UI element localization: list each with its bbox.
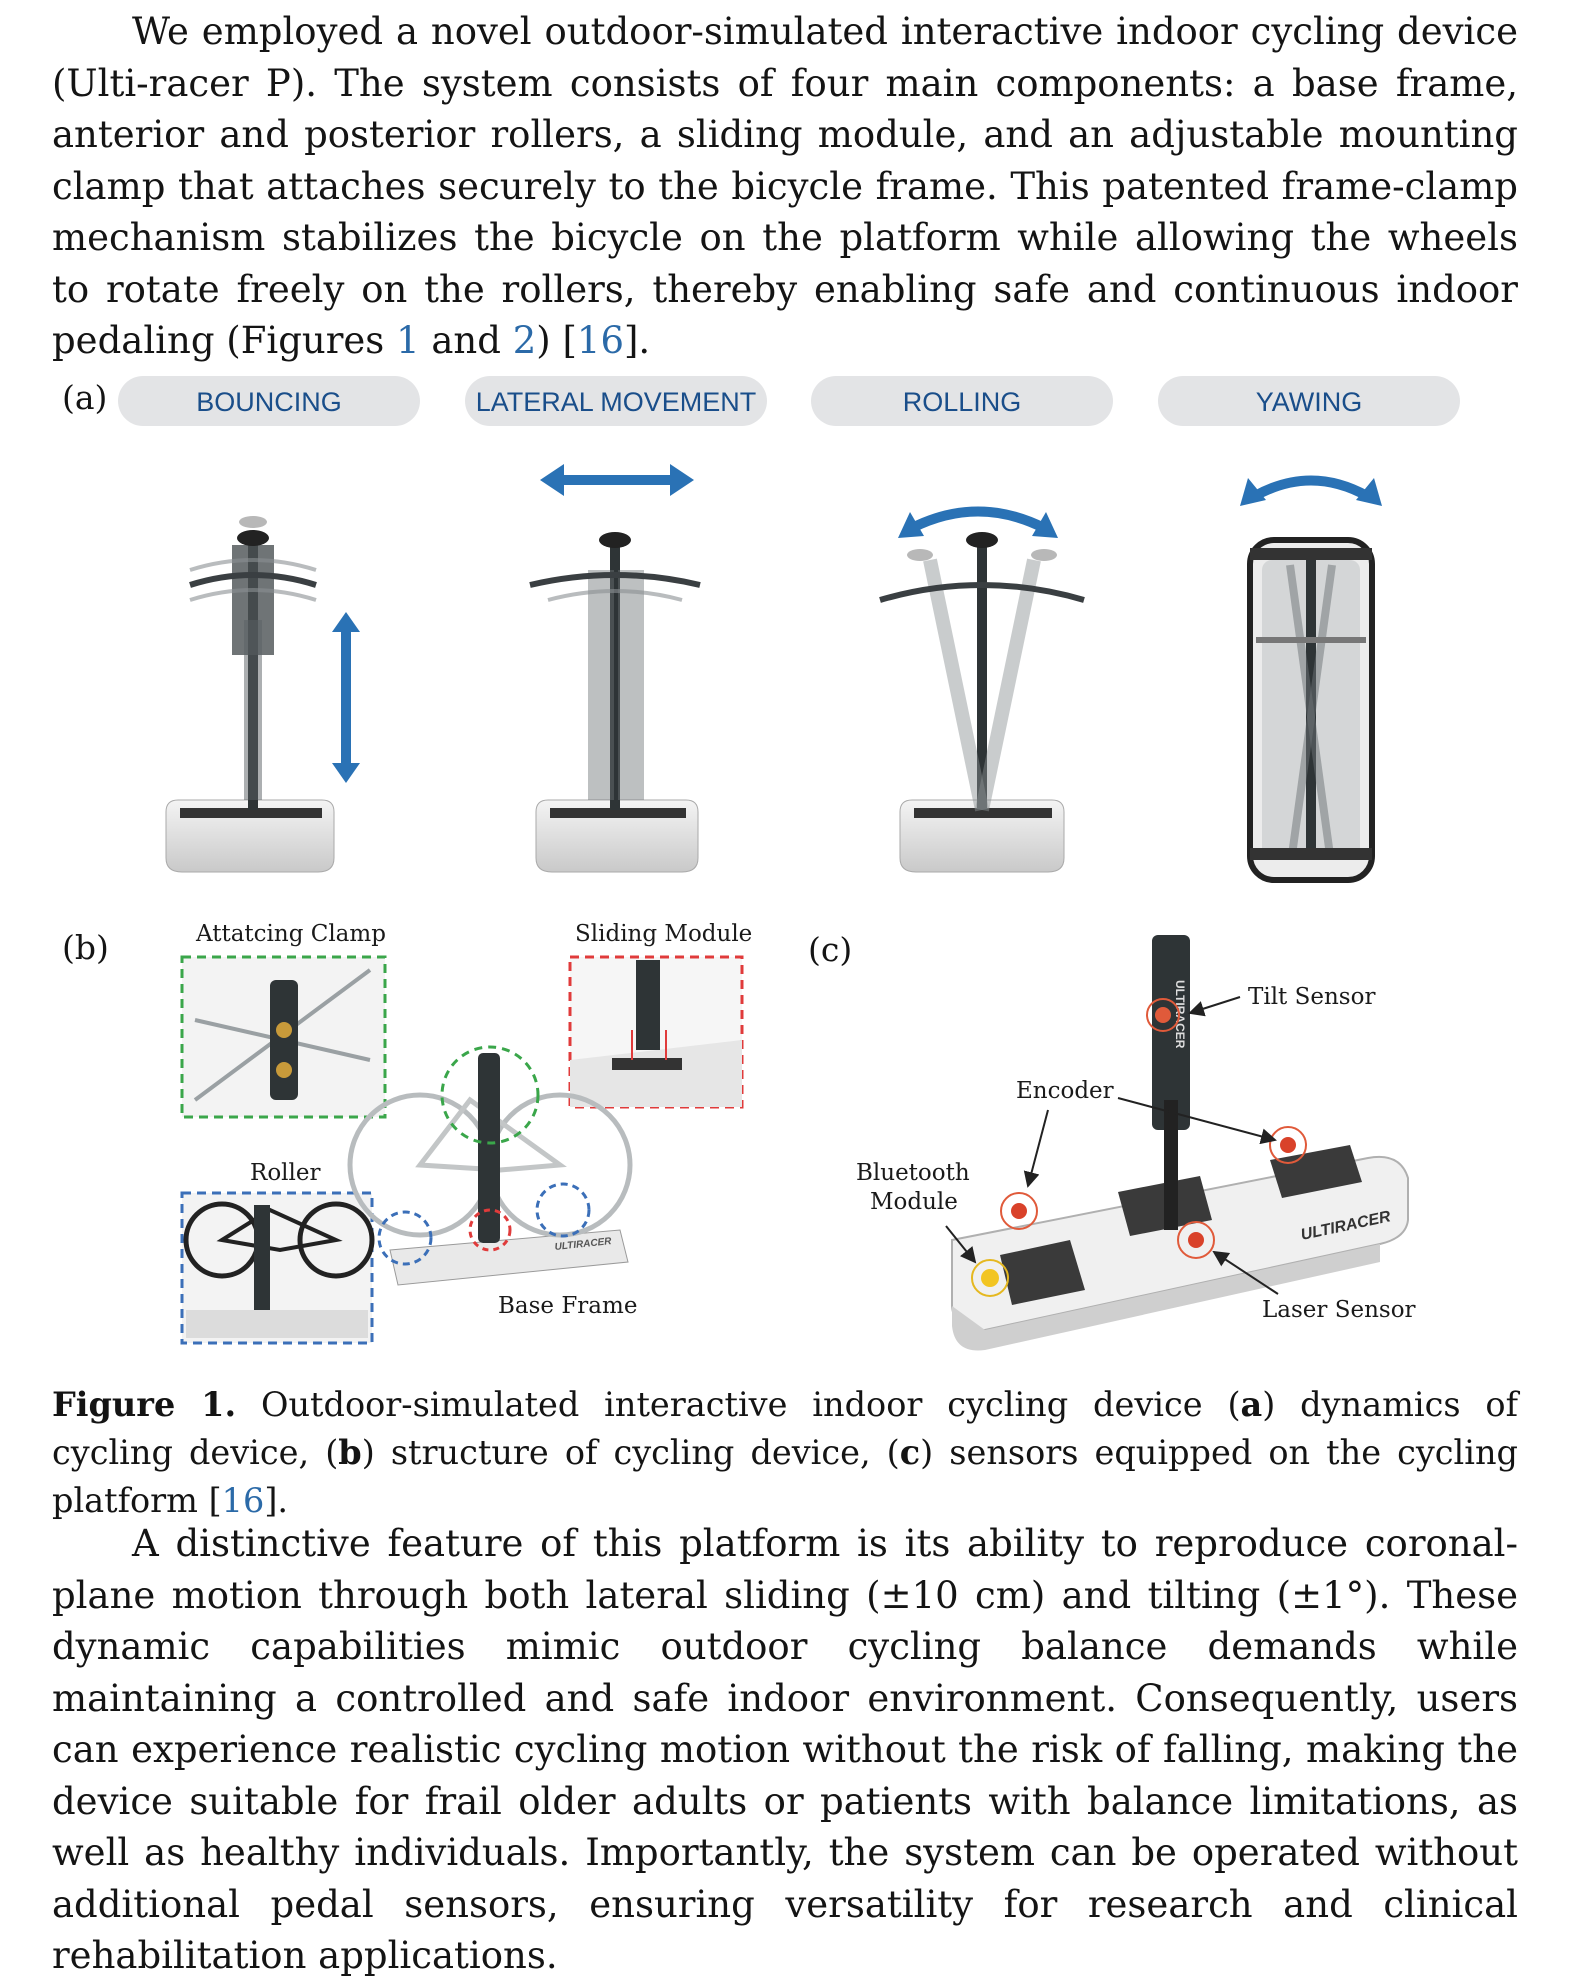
callout-tilt-sensor: Tilt Sensor [1248, 984, 1375, 1010]
motion-pill-lateral: LATERAL MOVEMENT [465, 376, 767, 426]
caption-label: Figure 1. [52, 1385, 237, 1424]
intro-mid: ) [ [536, 319, 577, 362]
callout-bluetooth-2: Module [870, 1189, 958, 1215]
citation-16-link[interactable]: 16 [576, 319, 624, 362]
roller-inset [180, 1191, 375, 1345]
callout-clamp: Attatcing Clamp [195, 921, 386, 947]
callout-roller: Roller [250, 1160, 320, 1186]
sensor-platform-illustration: ULTIRACER ULTIRACER [951, 935, 1409, 1351]
yawing-illustration [1247, 537, 1375, 883]
bike-structure-illustration: ULTIRACER [347, 1045, 633, 1286]
figure-caption: Figure 1. Outdoor-simulated interactive … [52, 1381, 1518, 1525]
intro-paragraph: We employed a novel outdoor-simulated in… [52, 6, 1518, 367]
rolling-arrow-icon [909, 506, 1047, 533]
caption-citation-link[interactable]: 16 [221, 1481, 265, 1520]
callout-laser-sensor: Laser Sensor [1262, 1297, 1416, 1323]
panel-c-label: (c) [808, 930, 852, 969]
panel-a-label: (a) [62, 378, 107, 417]
lateral-illustration [529, 532, 701, 873]
motion-label-rolling: ROLLING [903, 387, 1022, 417]
yawing-arrow-icon [1252, 475, 1370, 501]
caption-c: c [899, 1433, 921, 1472]
callout-bluetooth-1: Bluetooth [856, 1160, 970, 1186]
figure-1: (a) BOUNCING LATERAL MOVEMENT ROLLING YA… [62, 376, 1460, 1351]
motion-pill-bouncing: BOUNCING [118, 376, 420, 426]
callout-sliding: Sliding Module [575, 921, 752, 947]
figure-2-link[interactable]: 2 [512, 319, 537, 362]
bouncing-illustration [165, 516, 335, 873]
caption-text-1: Outdoor-simulated interactive indoor cyc… [236, 1385, 1241, 1424]
rolling-illustration [879, 532, 1085, 873]
caption-b: b [338, 1433, 362, 1472]
callout-base: Base Frame [498, 1293, 637, 1319]
caption-text-5: ]. [264, 1481, 289, 1520]
clamp-inset [180, 955, 387, 1119]
caption-a: a [1240, 1385, 1263, 1424]
intro-text: We employed a novel outdoor-simulated in… [52, 10, 1518, 362]
motion-label-bouncing: BOUNCING [196, 387, 342, 417]
pole-brand-label: ULTIRACER [1173, 980, 1187, 1049]
intro-and: and [419, 319, 513, 362]
motion-pill-rolling: ROLLING [811, 376, 1113, 426]
motion-pill-yawing: YAWING [1158, 376, 1460, 426]
figure-1-link[interactable]: 1 [396, 319, 420, 362]
intro-end: ]. [624, 319, 651, 362]
callout-encoder: Encoder [1016, 1078, 1114, 1104]
motion-label-yawing: YAWING [1256, 387, 1363, 417]
caption-text-4: ) sensors equipped on the cycling platfo… [52, 1433, 1518, 1520]
caption-text-3: ) structure of cycling device, ( [361, 1433, 900, 1472]
sliding-inset [568, 955, 744, 1109]
feature-paragraph: A distinctive feature of this platform i… [52, 1522, 1518, 1977]
caption-text-2: ) dynamics of cycling device, ( [52, 1385, 1518, 1472]
panel-b-label: (b) [62, 928, 109, 967]
motion-label-lateral: LATERAL MOVEMENT [476, 387, 757, 417]
